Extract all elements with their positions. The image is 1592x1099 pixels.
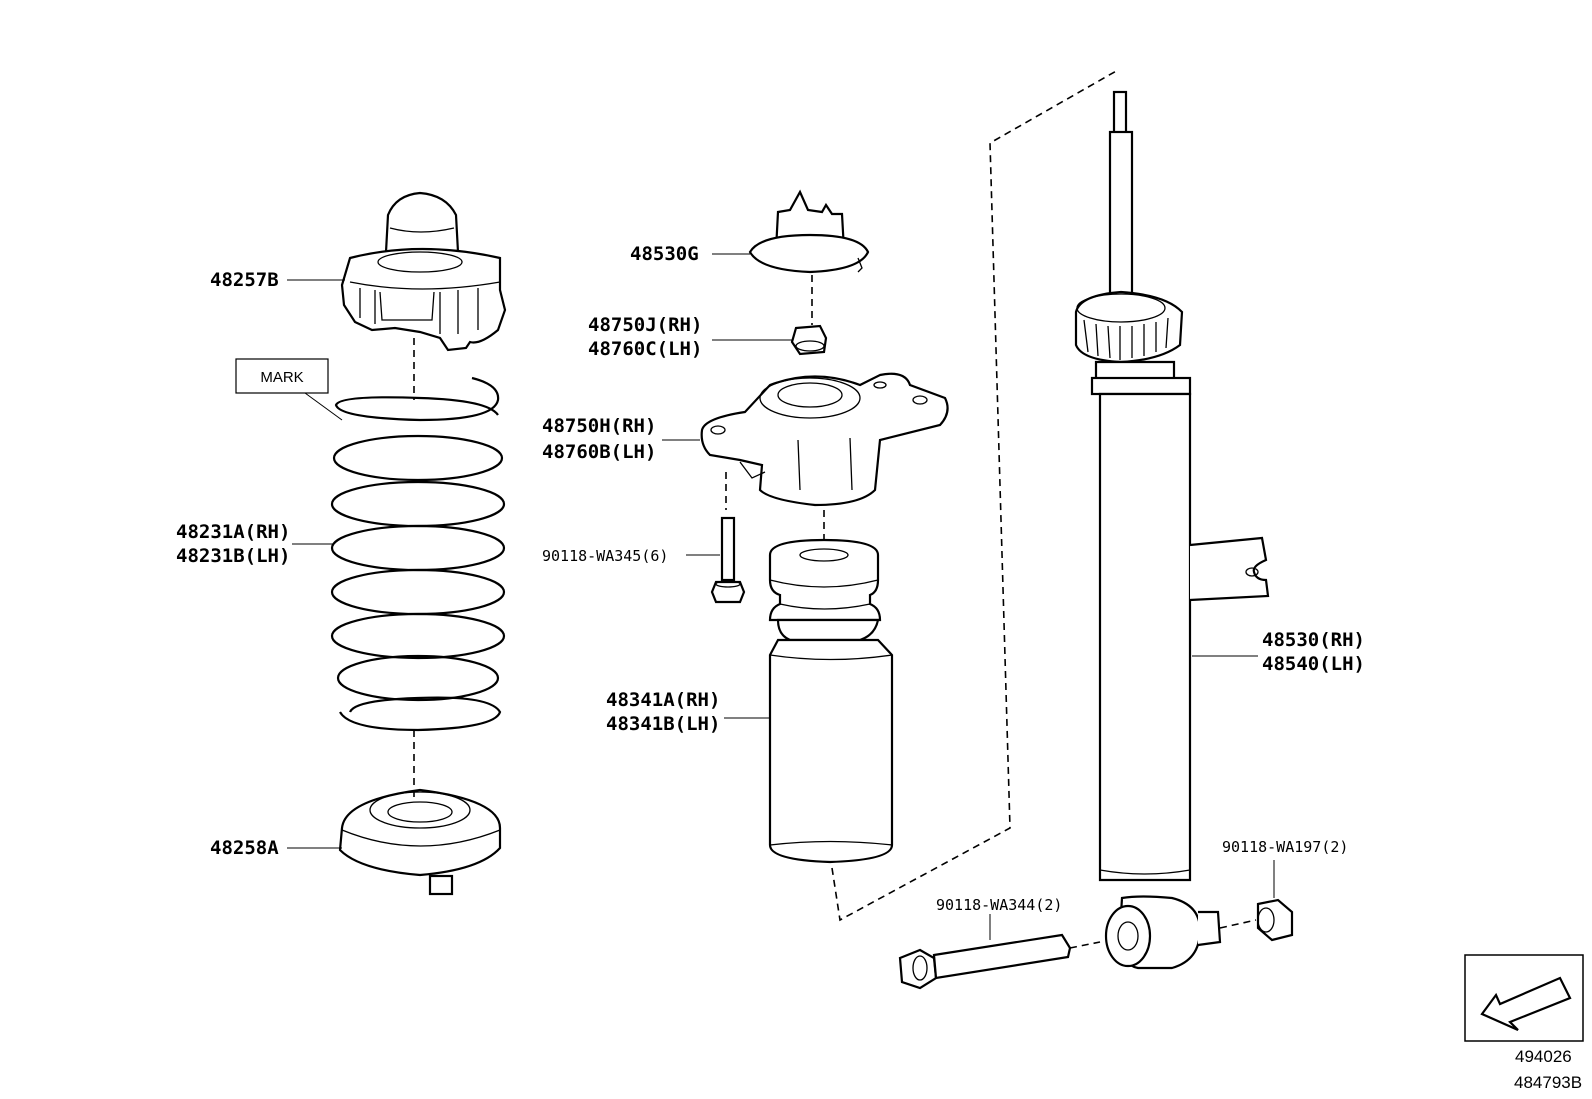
label-90118-WA345: 90118-WA345(6) (542, 547, 668, 565)
label-48231B: 48231B(LH) (176, 545, 290, 567)
mount-nut (790, 324, 828, 356)
label-48530G: 48530G (630, 243, 699, 265)
label-48341A: 48341A(RH) (606, 689, 720, 711)
coil-spring (330, 376, 506, 732)
lower-spring-seat (338, 788, 502, 896)
bolt-axis (1069, 941, 1101, 949)
bump-stopper (768, 538, 894, 864)
label-48540: 48540(LH) (1262, 653, 1365, 675)
mark-label: MARK (260, 369, 303, 386)
label-48231A: 48231A(RH) (176, 521, 290, 543)
label-48258A: 48258A (210, 837, 279, 859)
nut-axis (1219, 919, 1257, 929)
label-48760C: 48760C(LH) (588, 338, 702, 360)
label-48750H: 48750H(RH) (542, 415, 656, 437)
label-48257B: 48257B (210, 269, 279, 291)
label-48750J: 48750J(RH) (588, 314, 702, 336)
mark-callout: MARK (235, 358, 343, 421)
lower-bolt (898, 933, 1072, 990)
strut-mount (700, 372, 949, 507)
upper-spring-support (340, 191, 507, 352)
lower-nut (1256, 898, 1294, 942)
label-90118-WA197: 90118-WA197(2) (1222, 838, 1348, 856)
mount-bolt (710, 516, 746, 604)
dust-cap (748, 189, 870, 274)
shock-absorber (1074, 90, 1270, 970)
label-48341B: 48341B(LH) (606, 713, 720, 735)
label-48760B: 48760B(LH) (542, 441, 656, 463)
front-arrow-icon (1464, 954, 1584, 1042)
assembly-path (831, 69, 1119, 922)
reference-number: 494026 (1515, 1047, 1572, 1066)
illustration-number: 484793B (1514, 1073, 1582, 1092)
label-48530: 48530(RH) (1262, 629, 1365, 651)
label-90118-WA344: 90118-WA344(2) (936, 896, 1062, 914)
